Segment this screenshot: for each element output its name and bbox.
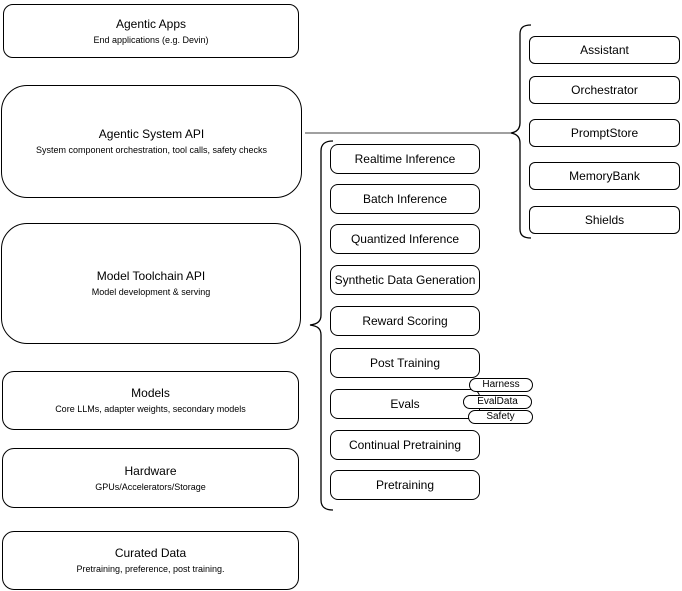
node-label: MemoryBank xyxy=(569,169,640,183)
node-pretraining: Pretraining xyxy=(330,470,480,500)
node-title: Agentic Apps xyxy=(115,16,187,31)
node-hardware: Hardware GPUs/Accelerators/Storage xyxy=(2,448,299,508)
node-post-training: Post Training xyxy=(330,348,480,378)
node-realtime-inference: Realtime Inference xyxy=(330,144,480,174)
node-label: Shields xyxy=(584,213,625,227)
tag-evaldata: EvalData xyxy=(463,395,532,409)
tag-label: Safety xyxy=(486,411,515,422)
node-title: Curated Data xyxy=(114,546,187,560)
node-orchestrator: Orchestrator xyxy=(529,76,680,104)
node-models: Models Core LLMs, adapter weights, secon… xyxy=(2,371,299,430)
node-agentic-apps: Agentic Apps End applications (e.g. Devi… xyxy=(3,4,299,58)
node-reward-scoring: Reward Scoring xyxy=(330,306,480,336)
node-subtitle: Pretraining, preference, post training. xyxy=(76,564,225,574)
node-synthetic-data-generation: Synthetic Data Generation xyxy=(330,265,480,295)
node-label: Quantized Inference xyxy=(350,232,460,246)
node-label: Orchestrator xyxy=(571,83,638,97)
node-label: Batch Inference xyxy=(362,192,448,206)
node-subtitle: System component orchestration, tool cal… xyxy=(35,145,268,155)
node-assistant: Assistant xyxy=(529,36,680,64)
node-subtitle: Model development & serving xyxy=(91,287,211,297)
node-title: Agentic System API xyxy=(98,127,205,141)
node-batch-inference: Batch Inference xyxy=(330,184,480,214)
node-agentic-system-api: Agentic System API System component orch… xyxy=(1,85,302,198)
node-label: Synthetic Data Generation xyxy=(334,273,476,287)
node-title: Model Toolchain API xyxy=(96,269,206,283)
node-label: Reward Scoring xyxy=(362,314,448,328)
node-title: Hardware xyxy=(124,463,177,478)
system-components-brace xyxy=(510,24,532,239)
node-evals: Evals xyxy=(330,389,480,419)
node-label: PromptStore xyxy=(570,126,639,140)
node-curated-data: Curated Data Pretraining, preference, po… xyxy=(2,531,299,590)
tag-label: EvalData xyxy=(477,396,518,407)
node-label: Pretraining xyxy=(375,478,435,492)
tag-harness: Harness xyxy=(469,378,533,392)
node-shields: Shields xyxy=(529,206,680,234)
node-label: Realtime Inference xyxy=(354,152,456,166)
node-label: Evals xyxy=(390,397,420,411)
tag-safety: Safety xyxy=(468,410,533,424)
node-subtitle: End applications (e.g. Devin) xyxy=(93,34,209,45)
node-label: Post Training xyxy=(369,356,441,370)
node-label: Assistant xyxy=(580,43,629,57)
node-title: Models xyxy=(131,386,170,400)
node-memorybank: MemoryBank xyxy=(529,162,680,190)
node-label: Continual Pretraining xyxy=(348,438,462,452)
node-continual-pretraining: Continual Pretraining xyxy=(330,430,480,460)
node-promptstore: PromptStore xyxy=(529,119,680,147)
node-subtitle: Core LLMs, adapter weights, secondary mo… xyxy=(55,404,246,414)
node-subtitle: GPUs/Accelerators/Storage xyxy=(95,481,206,492)
tag-label: Harness xyxy=(482,379,520,390)
node-quantized-inference: Quantized Inference xyxy=(330,224,480,254)
node-model-toolchain-api: Model Toolchain API Model development & … xyxy=(1,223,301,344)
